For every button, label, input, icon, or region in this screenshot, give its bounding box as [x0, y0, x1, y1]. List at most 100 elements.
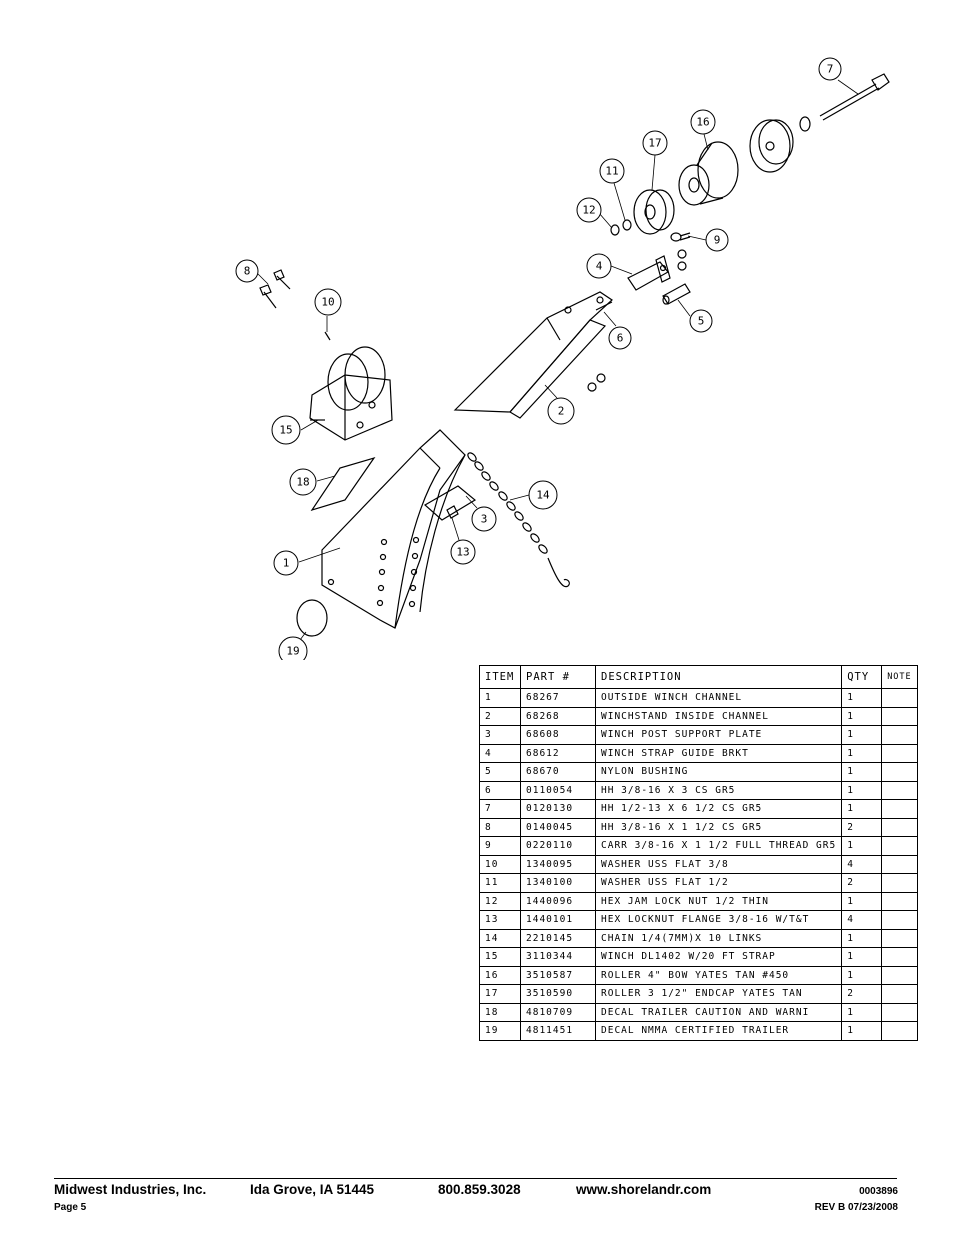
cell-qty: 1: [841, 1002, 883, 1022]
callout-11: 11: [605, 165, 618, 178]
header-description: DESCRIPTION: [594, 665, 843, 689]
cell-part-number: 1340095: [520, 854, 596, 874]
cell-part-number: 68267: [520, 688, 596, 708]
cell-note: [881, 780, 918, 800]
callout-6: 6: [617, 332, 624, 345]
cell-description: DECAL NMMA CERTIFIED TRAILER: [594, 1021, 843, 1041]
part-washer-large: [799, 116, 811, 132]
cell-note: [881, 799, 918, 819]
part-3-support-plate: [423, 485, 477, 521]
part-16-bow-roller: [678, 141, 739, 206]
cell-qty: 1: [841, 706, 883, 726]
part-8-bolts: [259, 269, 291, 309]
cell-qty: 4: [841, 910, 883, 930]
callout-9: 9: [714, 234, 721, 247]
cell-part-number: 3510587: [520, 965, 596, 985]
part-2-inside-channel: [453, 291, 613, 419]
cell-item: 7: [479, 799, 521, 819]
cell-note: [881, 873, 918, 893]
part-1-outside-channel: [321, 429, 466, 629]
part-10-indicator: [324, 331, 331, 341]
footer-doc-number: 0003896: [859, 1186, 898, 1197]
cell-qty: 1: [841, 947, 883, 967]
cell-qty: 2: [841, 984, 883, 1004]
cell-description: WINCH STRAP GUIDE BRKT: [594, 743, 843, 763]
cell-description: HH 3/8-16 X 3 CS GR5: [594, 780, 843, 800]
cell-description: HEX LOCKNUT FLANGE 3/8-16 W/T&T: [594, 910, 843, 930]
cell-part-number: 3510590: [520, 984, 596, 1004]
cell-qty: 1: [841, 743, 883, 763]
cell-item: 14: [479, 928, 521, 948]
cell-description: WASHER USS FLAT 3/8: [594, 854, 843, 874]
callout-8: 8: [244, 265, 251, 278]
cell-description: ROLLER 3 1/2" ENDCAP YATES TAN: [594, 984, 843, 1004]
part-10-washer-a: [596, 373, 606, 383]
cell-description: OUTSIDE WINCH CHANNEL: [594, 688, 843, 708]
callout-17: 17: [648, 137, 661, 150]
callout-2: 2: [558, 405, 565, 418]
part-4-strap-guide-bracket: [627, 249, 687, 291]
cell-part-number: 4811451: [520, 1021, 596, 1041]
part-10-washer-b: [587, 382, 597, 392]
cell-part-number: 0220110: [520, 836, 596, 856]
header-item: ITEM: [479, 665, 521, 689]
callout-7: 7: [827, 63, 834, 76]
callout-18: 18: [296, 476, 309, 489]
cell-qty: 1: [841, 965, 883, 985]
cell-item: 13: [479, 910, 521, 930]
callout-5: 5: [698, 315, 705, 328]
cell-note: [881, 1002, 918, 1022]
cell-part-number: 1340100: [520, 873, 596, 893]
cell-part-number: 1440101: [520, 910, 596, 930]
cell-item: 10: [479, 854, 521, 874]
footer-website: www.shorelandr.com: [576, 1182, 712, 1197]
footer-phone: 800.859.3028: [438, 1182, 521, 1197]
cell-note: [881, 725, 918, 745]
part-19-decal: [296, 599, 328, 637]
cell-item: 3: [479, 725, 521, 745]
cell-part-number: 68608: [520, 725, 596, 745]
cell-description: WINCHSTAND INSIDE CHANNEL: [594, 706, 843, 726]
cell-note: [881, 928, 918, 948]
callout-12: 12: [582, 204, 595, 217]
cell-part-number: 0110054: [520, 780, 596, 800]
cell-description: ROLLER 4" BOW YATES TAN #450: [594, 965, 843, 985]
cell-description: HH 3/8-16 X 1 1/2 CS GR5: [594, 817, 843, 837]
table-header-row: ITEM PART # DESCRIPTION QTY NOTE: [479, 665, 918, 689]
part-5-nylon-bushing: [662, 283, 691, 305]
cell-description: HEX JAM LOCK NUT 1/2 THIN: [594, 891, 843, 911]
cell-part-number: 1440096: [520, 891, 596, 911]
part-17-roller: [633, 189, 675, 235]
footer-divider: [54, 1178, 897, 1179]
callout-14: 14: [536, 489, 550, 502]
cell-note: [881, 762, 918, 782]
cell-part-number: 2210145: [520, 928, 596, 948]
cell-note: [881, 965, 918, 985]
callout-10: 10: [321, 296, 334, 309]
cell-part-number: 3110344: [520, 947, 596, 967]
cell-part-number: 4810709: [520, 1002, 596, 1022]
cell-part-number: 0120130: [520, 799, 596, 819]
cell-note: [881, 836, 918, 856]
cell-note: [881, 891, 918, 911]
cell-item: 6: [479, 780, 521, 800]
footer-revision: REV B 07/23/2008: [814, 1202, 898, 1213]
part-13-locknut: [446, 505, 459, 519]
callout-13: 13: [456, 546, 469, 559]
cell-note: [881, 1021, 918, 1041]
cell-description: CHAIN 1/4(7MM)X 10 LINKS: [594, 928, 843, 948]
callout-3: 3: [481, 513, 488, 526]
part-7-bolt: [819, 73, 890, 121]
cell-qty: 1: [841, 762, 883, 782]
